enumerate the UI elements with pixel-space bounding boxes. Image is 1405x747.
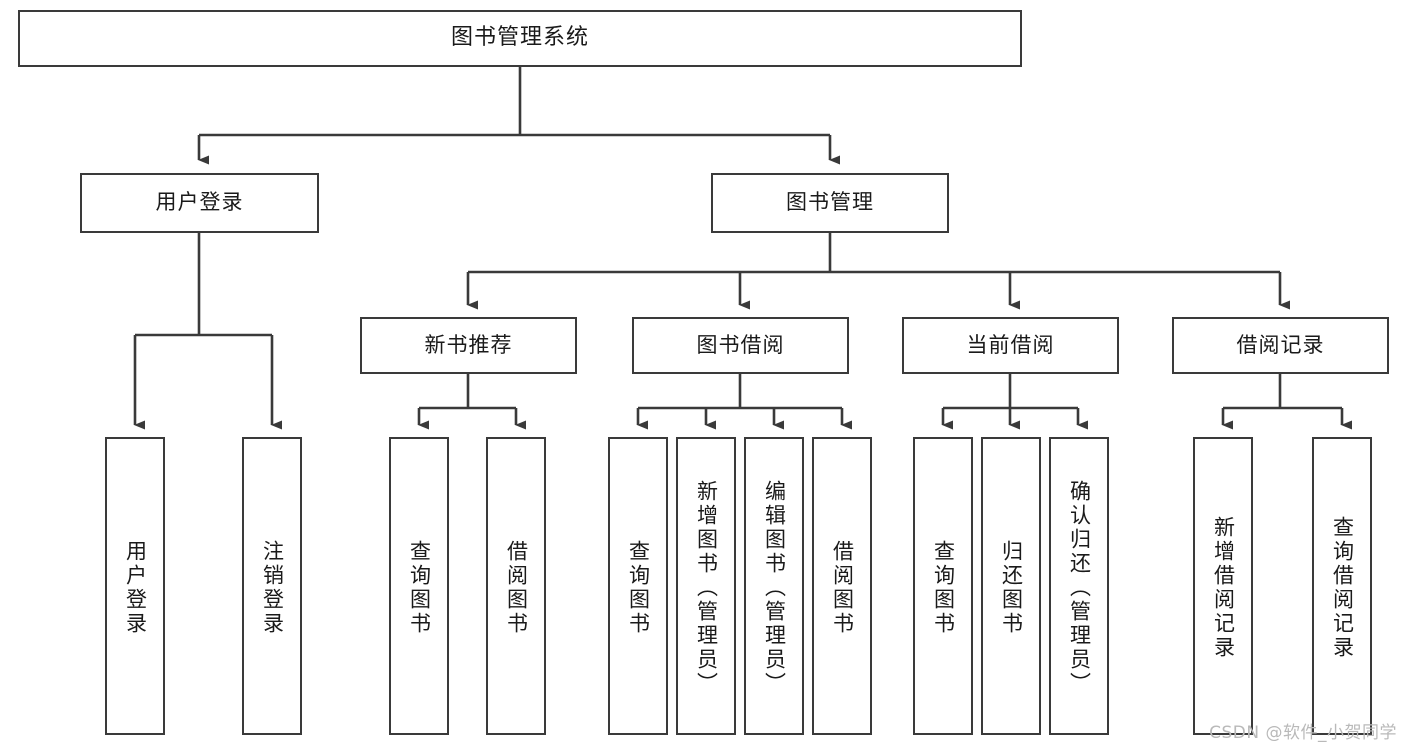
leaf-label: 新增图书（管理员）: [694, 480, 719, 696]
leaf-label: 查询图书: [407, 540, 432, 636]
leaf-label: 用户登录: [123, 540, 148, 636]
node-borrow-record[interactable]: 借阅记录: [1172, 317, 1389, 374]
leaf-label: 新增借阅记录: [1211, 516, 1236, 660]
leaf-label: 确认归还（管理员）: [1067, 480, 1092, 696]
node-book-management[interactable]: 图书管理: [711, 173, 949, 233]
node-current-borrow[interactable]: 当前借阅: [902, 317, 1119, 374]
leaf-query-book-recommend[interactable]: 查询图书: [389, 437, 449, 735]
node-new-book-recommend[interactable]: 新书推荐: [360, 317, 577, 374]
leaf-return-book[interactable]: 归还图书: [981, 437, 1041, 735]
node-label: 图书管理系统: [450, 25, 589, 51]
leaf-query-book-borrow[interactable]: 查询图书: [608, 437, 668, 735]
leaf-logout[interactable]: 注销登录: [242, 437, 302, 735]
leaf-label: 借阅图书: [504, 540, 529, 636]
leaf-query-borrow-record[interactable]: 查询借阅记录: [1312, 437, 1372, 735]
watermark: CSDN @软件_小贺同学: [1209, 723, 1397, 743]
leaf-label: 查询图书: [626, 540, 651, 636]
node-label: 当前借阅: [966, 332, 1055, 357]
node-root-book-management-system[interactable]: 图书管理系统: [18, 10, 1022, 67]
node-book-borrow[interactable]: 图书借阅: [632, 317, 849, 374]
leaf-label: 编辑图书（管理员）: [762, 480, 787, 696]
node-label: 用户登录: [155, 190, 244, 215]
node-label: 图书借阅: [696, 332, 785, 357]
leaf-label: 借阅图书: [830, 540, 855, 636]
leaf-borrow-book[interactable]: 借阅图书: [812, 437, 872, 735]
leaf-add-book-admin[interactable]: 新增图书（管理员）: [676, 437, 736, 735]
leaf-add-borrow-record[interactable]: 新增借阅记录: [1193, 437, 1253, 735]
node-label: 图书管理: [786, 190, 874, 215]
leaf-label: 注销登录: [260, 540, 285, 636]
leaf-confirm-return-admin[interactable]: 确认归还（管理员）: [1049, 437, 1109, 735]
leaf-edit-book-admin[interactable]: 编辑图书（管理员）: [744, 437, 804, 735]
leaf-label: 归还图书: [999, 540, 1024, 636]
leaf-user-login[interactable]: 用户登录: [105, 437, 165, 735]
leaf-label: 查询图书: [931, 540, 956, 636]
leaf-query-book-current[interactable]: 查询图书: [913, 437, 973, 735]
leaf-borrow-book-recommend[interactable]: 借阅图书: [486, 437, 546, 735]
leaf-label: 查询借阅记录: [1330, 516, 1355, 660]
node-label: 新书推荐: [424, 332, 513, 357]
node-label: 借阅记录: [1236, 332, 1325, 357]
node-user-login[interactable]: 用户登录: [80, 173, 319, 233]
